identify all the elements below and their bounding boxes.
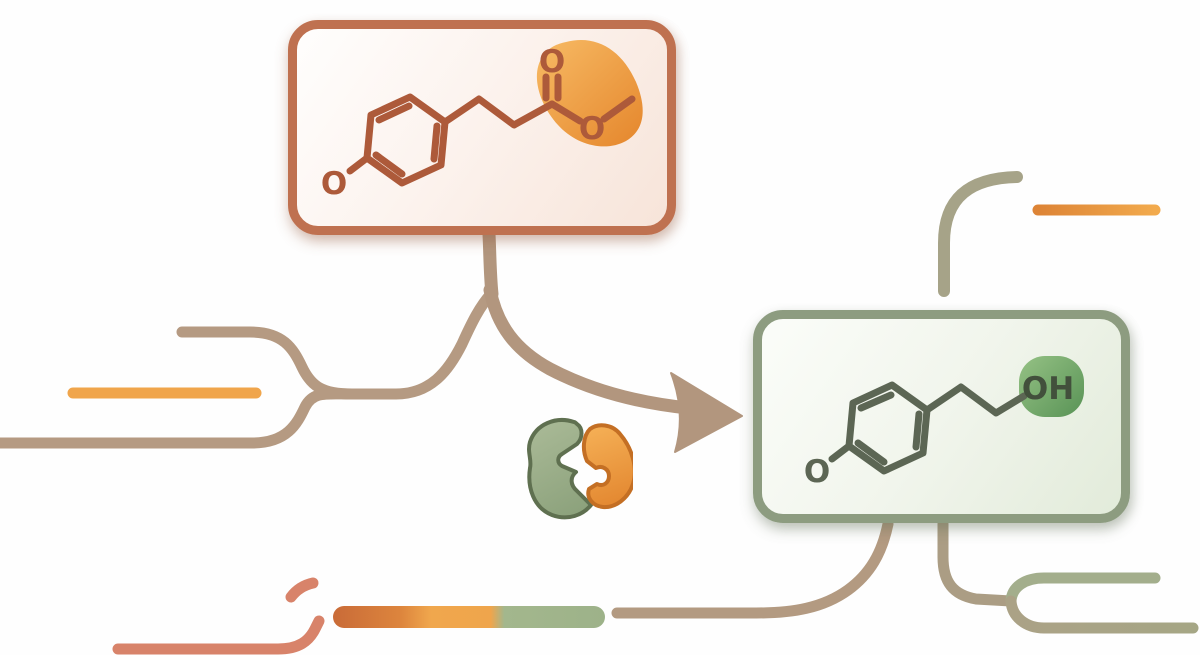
right-fork-upper-branch [1005, 572, 1161, 607]
product-card: O OH [753, 310, 1130, 523]
reaction-arrowhead [670, 372, 743, 453]
product-phenol-oxygen-label: O [804, 454, 830, 490]
substrate-phenol-oxygen-label: O [321, 166, 347, 202]
substrate-card: O O O [288, 20, 676, 235]
ethanol-chain [923, 383, 1028, 417]
reaction-arrow-shaft [483, 283, 695, 415]
enzyme-icon [527, 418, 633, 520]
enzyme-orange-wedge [581, 423, 633, 510]
phenol-bond [346, 154, 371, 175]
salmon-line [112, 615, 325, 655]
top-right-elbow-line [938, 171, 1023, 297]
product-bonds [828, 381, 1028, 475]
left-fork-merged-line [342, 288, 497, 400]
product-molecule: O OH [804, 356, 1084, 490]
left-fork-bottom-branch [0, 388, 358, 449]
substrate-molecule: O O O [321, 39, 643, 202]
ester-group-highlight-blob [536, 39, 643, 147]
substrate-ester-oxygen-label: O [579, 111, 605, 147]
left-fork-top-branch [176, 326, 358, 400]
substrate-bonds [346, 73, 636, 187]
right-fork-lower-branch [1005, 595, 1199, 634]
methyl-bond [600, 95, 636, 123]
hydroxyl-group-label: OH [1022, 371, 1074, 407]
product-bottom-right-line [937, 518, 1017, 607]
ester-bond [548, 100, 584, 125]
product-bottom-left-line [611, 518, 894, 619]
salmon-dash [285, 577, 319, 603]
gradient-bar [333, 606, 605, 628]
hydroxyl-group-highlight-blob [1019, 356, 1084, 417]
substrate-carbonyl-oxygen-label: O [539, 44, 565, 80]
enzyme-green-shape [527, 418, 593, 520]
propanoate-chain [441, 95, 556, 129]
phenol-bond [828, 442, 853, 463]
